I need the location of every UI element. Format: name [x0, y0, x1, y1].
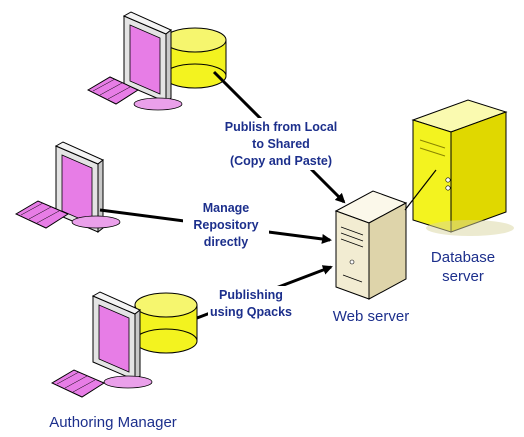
authoring-manager-label: Authoring Manager: [49, 414, 177, 431]
keyboard-middle-icon: [14, 200, 70, 229]
label-manage-line-1: Manage: [203, 201, 250, 215]
database-server-label-line-1: Database: [431, 249, 495, 266]
web-server-icon: [334, 190, 408, 300]
label-publish-from-local: Publish from Local to Shared (Copy and P…: [206, 118, 356, 170]
label-publish-line-3: (Copy and Paste): [230, 154, 332, 168]
disk-top-icon: [163, 27, 227, 89]
label-publish-line-2: to Shared: [252, 137, 310, 151]
monitor-bottom-icon: [91, 291, 153, 389]
label-manage-line-2: Repository: [193, 218, 258, 232]
workstation-middle: [14, 141, 121, 234]
connector-web-to-database: [404, 169, 437, 211]
label-publishing-qpacks: Publishing using Qpacks: [208, 286, 296, 322]
database-server-icon: [411, 99, 514, 236]
monitor-top-icon: [122, 11, 183, 111]
workstation-top: [86, 11, 227, 111]
workstation-bottom: [50, 291, 198, 398]
label-publish-line-1: Publish from Local: [225, 120, 338, 134]
label-manage-line-3: directly: [204, 235, 249, 249]
label-qpacks-line-2: using Qpacks: [210, 305, 292, 319]
monitor-middle-icon: [54, 141, 121, 234]
keyboard-bottom-icon: [50, 369, 106, 398]
label-qpacks-line-1: Publishing: [219, 288, 283, 302]
label-manage-repository: Manage Repository directly: [183, 198, 269, 250]
keyboard-top-icon: [86, 76, 140, 105]
database-server-label-line-2: server: [442, 268, 484, 285]
disk-bottom-icon: [134, 292, 198, 354]
web-server-label: Web server: [333, 308, 409, 325]
